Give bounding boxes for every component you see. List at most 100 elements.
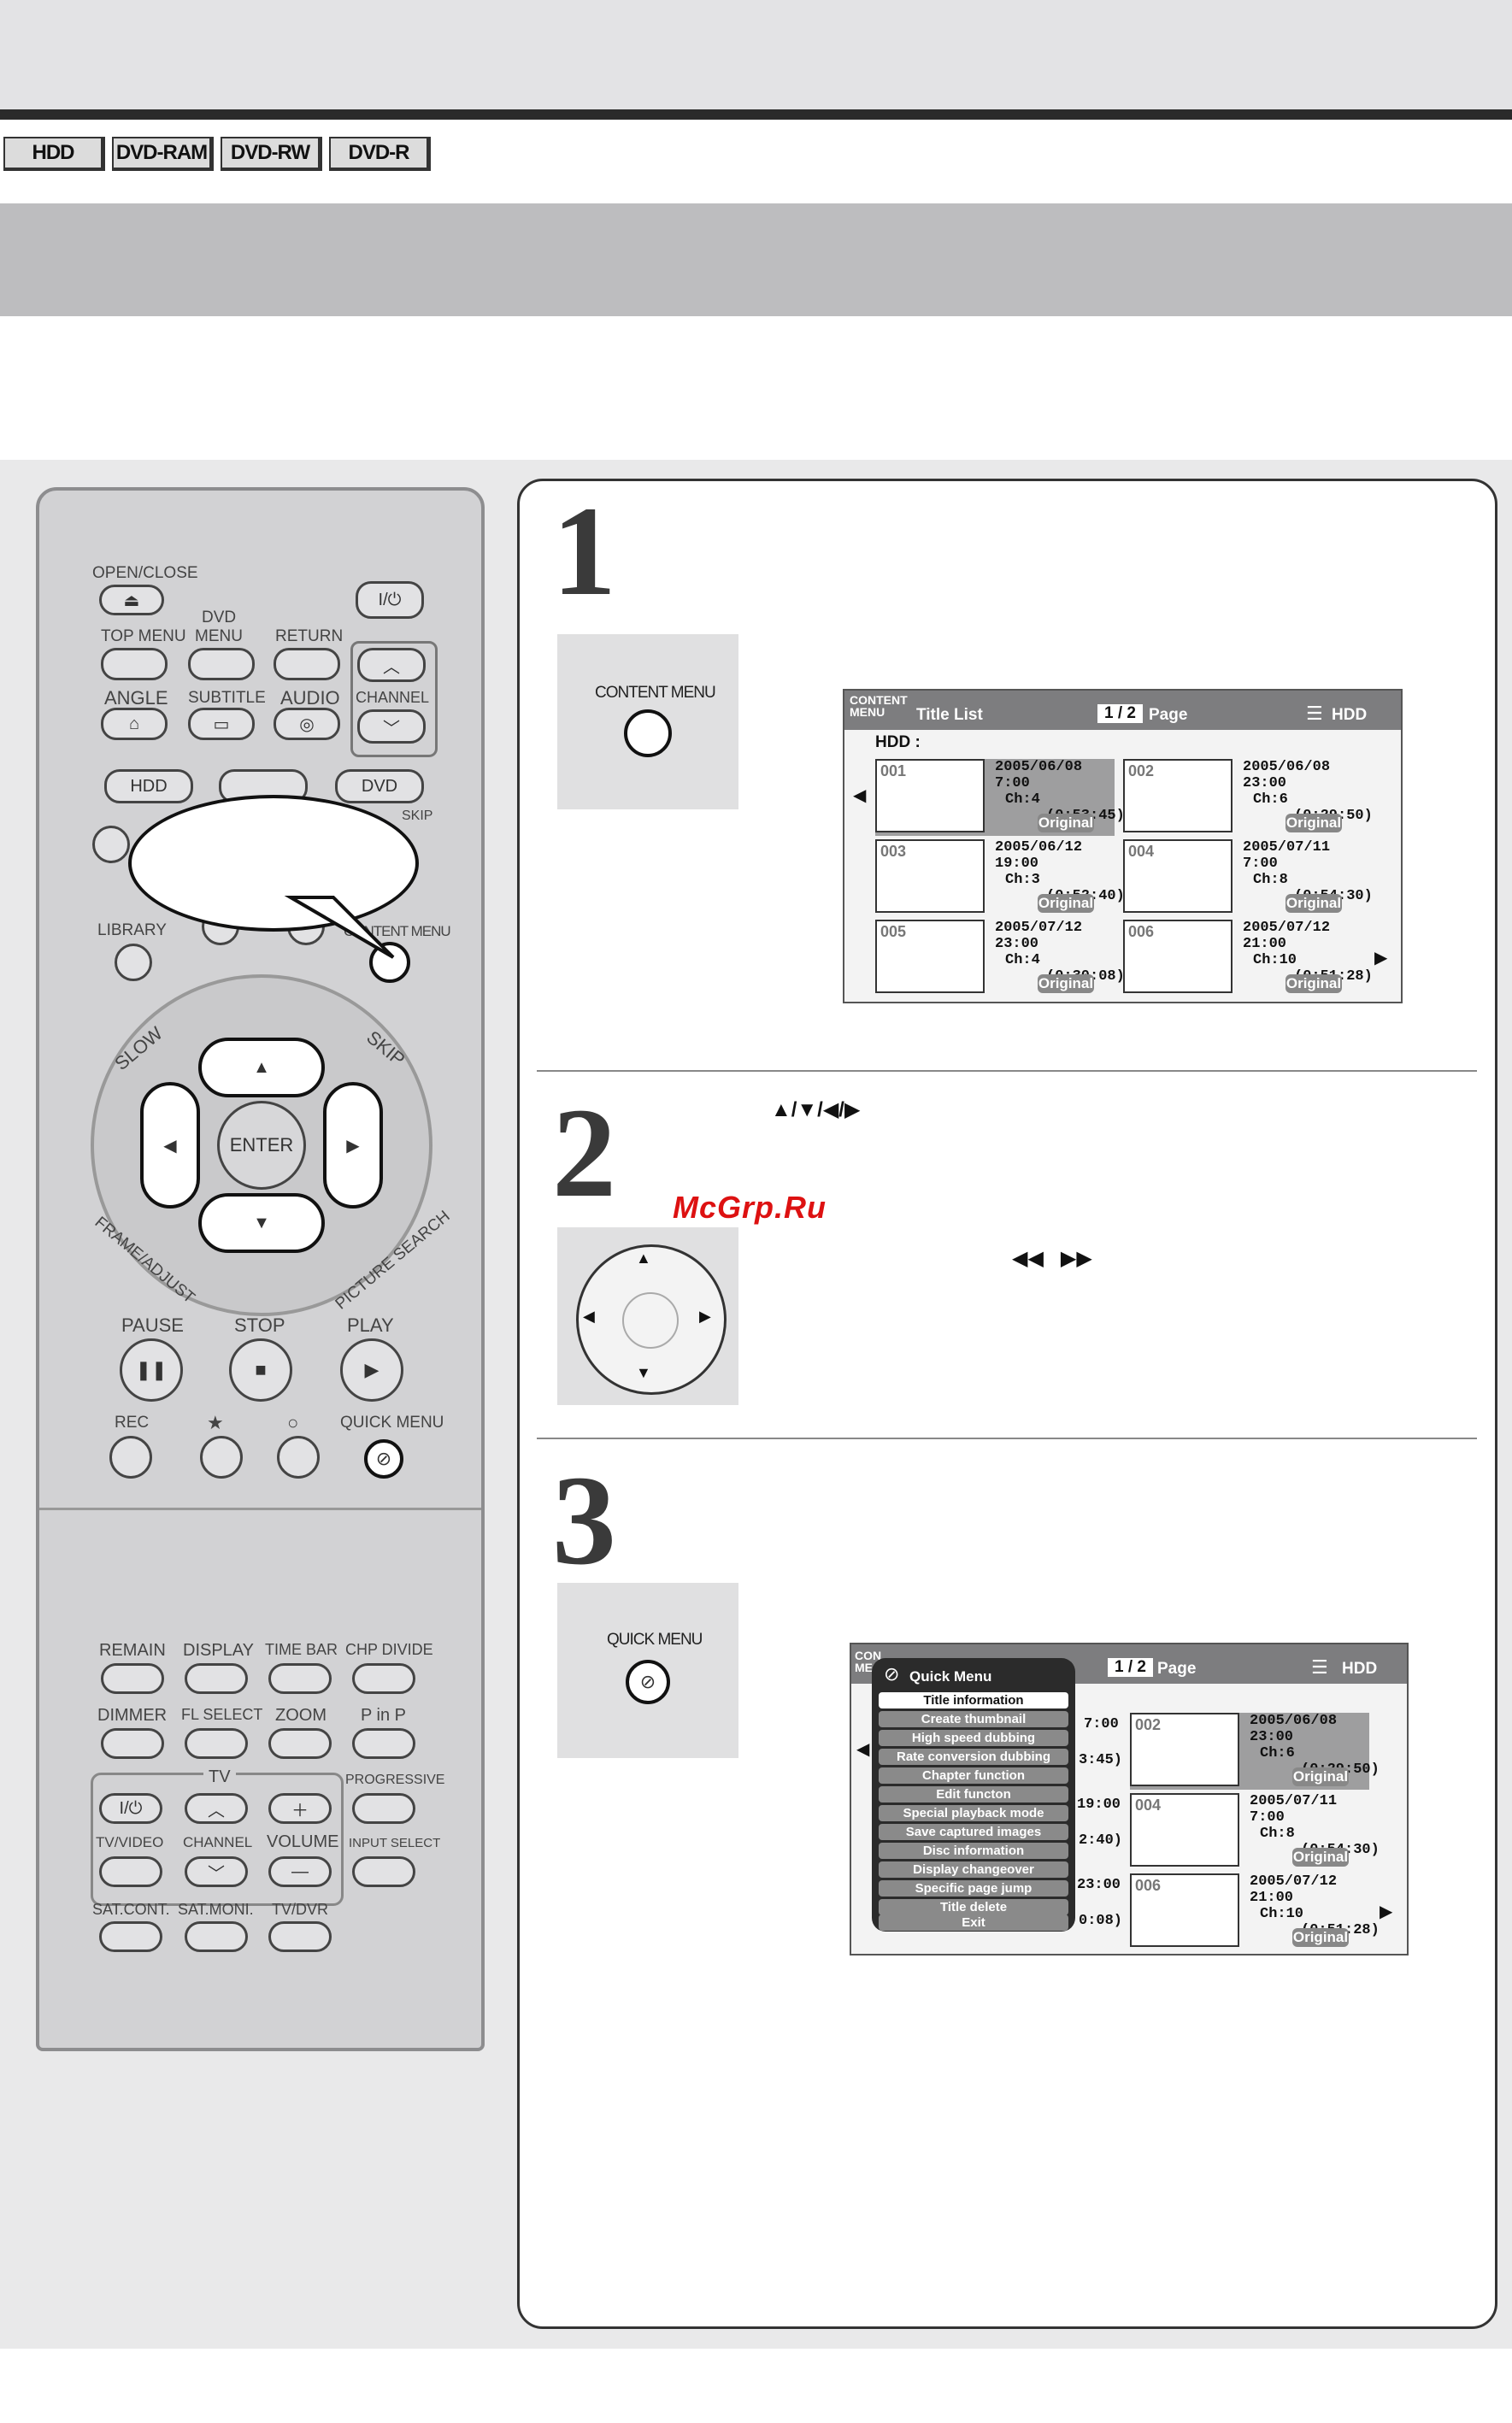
step-divider-2 xyxy=(537,1438,1477,1439)
quick-menu-item-title-delete[interactable]: Title delete xyxy=(879,1899,1068,1915)
next-page-icon[interactable]: ▶ xyxy=(1380,1903,1393,1921)
quick-menu-item-save-captured-images[interactable]: Save captured images xyxy=(879,1824,1068,1840)
drive-label: HDD xyxy=(1332,706,1368,724)
dvd-button[interactable]: DVD xyxy=(335,769,424,803)
top-menu-button[interactable] xyxy=(101,648,168,680)
thumbnail xyxy=(1123,920,1233,993)
quick-menu-item-disc-information[interactable]: Disc information xyxy=(879,1843,1068,1859)
callout-tail xyxy=(284,896,395,959)
menu-button[interactable] xyxy=(188,648,255,680)
content-menu-button[interactable] xyxy=(369,942,410,983)
chp-divide-button[interactable] xyxy=(352,1663,415,1694)
audio-button[interactable]: ◎ xyxy=(274,708,340,740)
right-arrow-button[interactable]: ▶ xyxy=(323,1082,383,1209)
quick-menu-item-create-thumbnail[interactable]: Create thumbnail xyxy=(879,1711,1068,1727)
label-subtitle: SUBTITLE xyxy=(188,689,266,707)
quick-menu-item-title-information[interactable]: Title information xyxy=(879,1692,1068,1708)
tv-volume-up-button[interactable]: ＋ xyxy=(268,1793,332,1824)
play-button[interactable]: ▶ xyxy=(340,1338,403,1402)
quick-menu-item-high-speed-dubbing[interactable]: High speed dubbing xyxy=(879,1730,1068,1746)
step-2-number: 2 xyxy=(552,1082,616,1224)
prev-page-icon[interactable]: ◀ xyxy=(853,786,867,805)
stop-button[interactable]: ■ xyxy=(229,1338,292,1402)
chevron-down-icon: ﹀ xyxy=(208,1864,225,1884)
left-arrow-button[interactable]: ◀ xyxy=(140,1082,200,1209)
partial-text: 2:40) xyxy=(1079,1832,1123,1849)
subtitle-button[interactable]: ▭ xyxy=(188,708,255,740)
step-2-arrows: ▲/▼/◀/▶ xyxy=(771,1098,861,1121)
triangle-right-icon: ▶ xyxy=(699,1308,711,1325)
quick-menu-item-exit[interactable]: Exit xyxy=(879,1914,1068,1931)
channel-down-button[interactable]: ﹀ xyxy=(357,709,426,744)
tv-channel-up-button[interactable]: ︿ xyxy=(185,1793,248,1824)
title-number: 003 xyxy=(880,843,907,860)
quick-menu-item-display-changeover[interactable]: Display changeover xyxy=(879,1861,1068,1878)
quick-menu-item-rate-conversion-dubbing[interactable]: Rate conversion dubbing xyxy=(879,1749,1068,1765)
fl-select-button[interactable] xyxy=(185,1728,248,1759)
label-audio: AUDIO xyxy=(280,687,340,709)
quick-menu-item-specific-page-jump[interactable]: Specific page jump xyxy=(879,1880,1068,1897)
enter-button[interactable]: ENTER xyxy=(217,1101,306,1190)
ring-button[interactable] xyxy=(277,1436,320,1479)
plus-icon: ＋ xyxy=(291,1801,309,1820)
return-button[interactable] xyxy=(274,648,340,680)
p-in-p-button[interactable] xyxy=(352,1728,415,1759)
section-title-band xyxy=(0,203,1512,316)
title-channel: Ch:6 xyxy=(1260,1745,1295,1761)
tv-channel-down-button[interactable]: ﹀ xyxy=(185,1856,248,1887)
quick-menu-button[interactable]: ⊘ xyxy=(364,1439,403,1479)
page-label: Page xyxy=(1149,706,1188,724)
zoom-button[interactable] xyxy=(268,1728,332,1759)
tv-video-button[interactable] xyxy=(99,1856,162,1887)
open-close-button[interactable]: ⏏ xyxy=(99,585,164,615)
left-button[interactable] xyxy=(92,826,130,863)
title-number: 004 xyxy=(1128,843,1155,860)
step-3-quick-menu-button[interactable]: ⊘ xyxy=(626,1660,670,1704)
next-page-icon[interactable]: ▶ xyxy=(1374,949,1388,967)
rec-button[interactable] xyxy=(109,1436,152,1479)
title-number: 006 xyxy=(1135,1877,1162,1894)
time-bar-button[interactable] xyxy=(268,1663,332,1694)
prev-page-icon[interactable]: ◀ xyxy=(856,1740,870,1759)
step-1-content-menu-button[interactable] xyxy=(624,709,672,757)
star-button[interactable] xyxy=(200,1436,243,1479)
input-select-button[interactable] xyxy=(352,1856,415,1887)
display-button[interactable] xyxy=(185,1663,248,1694)
tag-hdd: HDD xyxy=(3,137,105,171)
sat-cont-button[interactable] xyxy=(99,1921,162,1952)
angle-button[interactable]: ⌂ xyxy=(101,708,168,740)
tv-dvr-button[interactable] xyxy=(268,1921,332,1952)
down-arrow-button[interactable]: ▼ xyxy=(198,1193,325,1253)
channel-up-button[interactable]: ︿ xyxy=(357,648,426,682)
quick-menu-item-edit-function[interactable]: Edit functon xyxy=(879,1786,1068,1803)
remain-button[interactable] xyxy=(101,1663,164,1694)
power-button[interactable]: I/⏻ xyxy=(356,581,424,619)
hdd-button[interactable]: HDD xyxy=(104,769,193,803)
title-number: 006 xyxy=(1128,923,1155,940)
quick-menu-item-chapter-function[interactable]: Chapter function xyxy=(879,1767,1068,1784)
label-volume: VOLUME xyxy=(267,1832,339,1851)
subtitle-icon: ▭ xyxy=(213,715,230,734)
title-channel: Ch:8 xyxy=(1260,1826,1295,1842)
obscured-column: 7:00 3:45) 19:00 2:40) 23:00 0:08) xyxy=(1075,1644,1161,1954)
step-2-enter xyxy=(622,1292,679,1349)
tv-power-button[interactable]: I/⏻ xyxy=(99,1793,162,1824)
library-button[interactable] xyxy=(115,944,152,981)
quick-menu-item-special-playback[interactable]: Special playback mode xyxy=(879,1805,1068,1821)
pause-button[interactable]: ❚❚ xyxy=(120,1338,183,1402)
sat-moni-button[interactable] xyxy=(185,1921,248,1952)
progressive-button[interactable] xyxy=(352,1793,415,1824)
dimmer-button[interactable] xyxy=(101,1728,164,1759)
tv-volume-down-button[interactable]: — xyxy=(268,1856,332,1887)
thumbnail xyxy=(1130,1713,1239,1786)
up-arrow-button[interactable]: ▲ xyxy=(198,1038,325,1097)
